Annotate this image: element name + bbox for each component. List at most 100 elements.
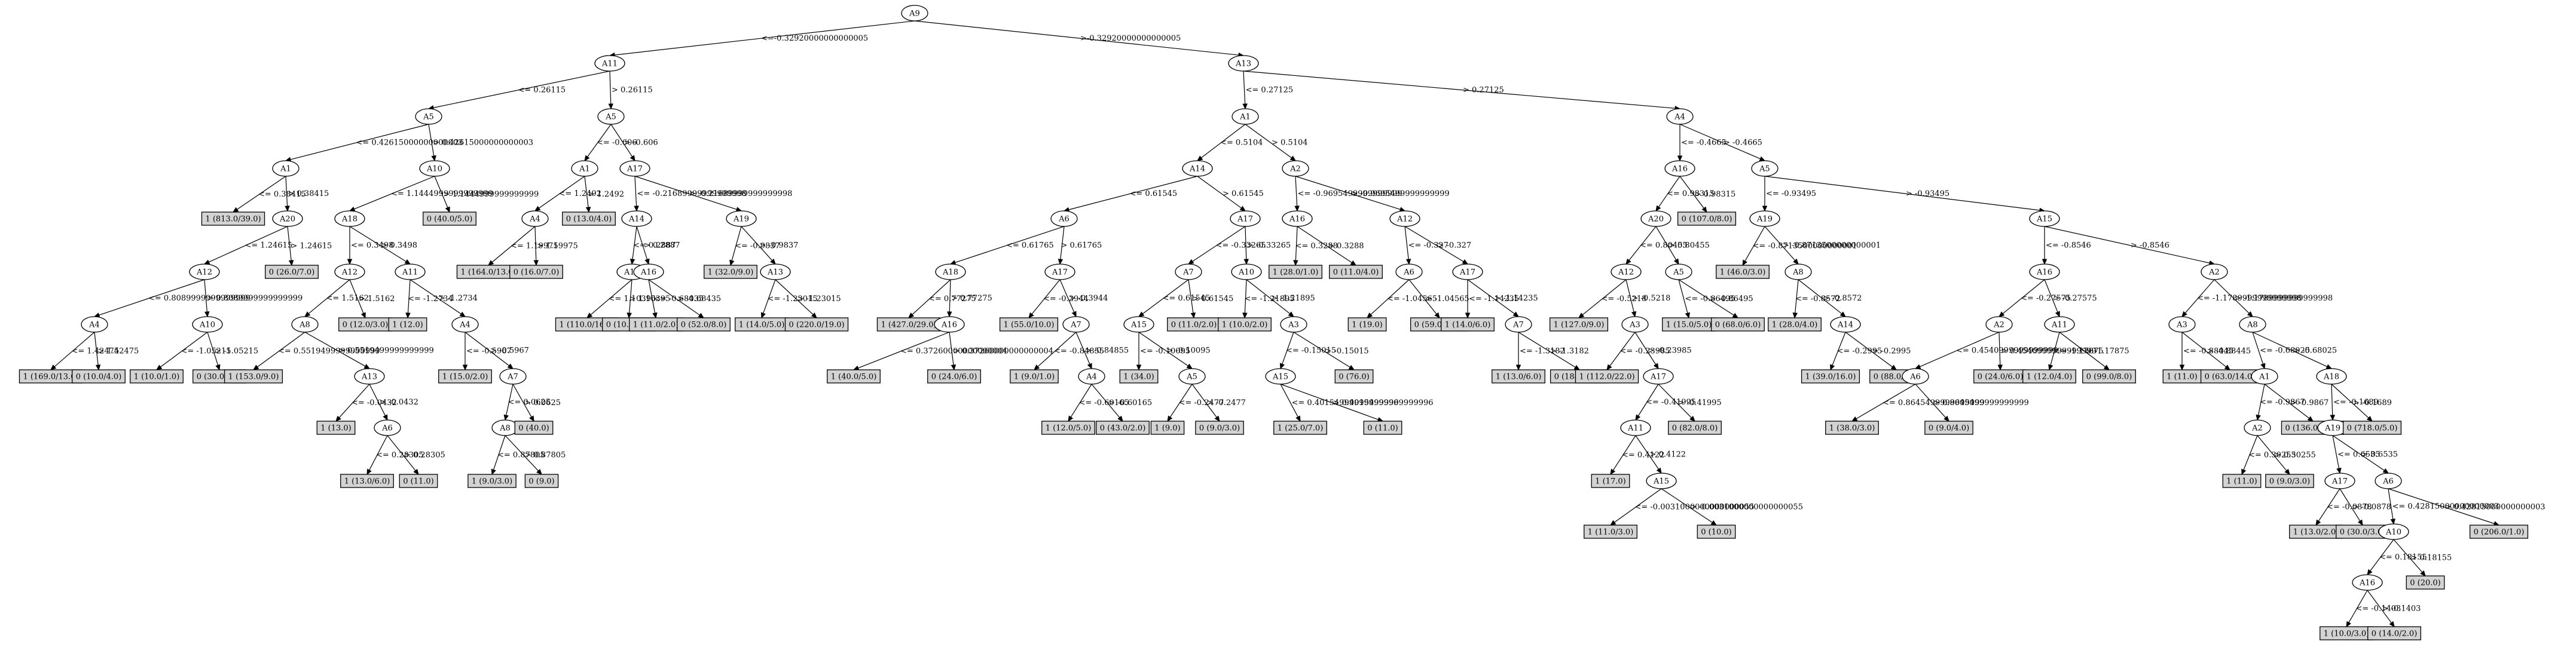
node-label: 0 (68.0/6.0) (1715, 321, 1761, 330)
tree-edge (1059, 279, 1075, 312)
node-label: A11 (601, 60, 618, 69)
tree-edge (2318, 488, 2340, 522)
node-label: A20 (1648, 215, 1664, 224)
node-label: 0 (9.0) (528, 477, 554, 486)
tree-edge (349, 226, 407, 262)
tree-edge (914, 20, 1239, 56)
edge-arrowhead (1610, 468, 1616, 476)
tree-edge (2252, 332, 2327, 367)
tree-edge (1655, 226, 1677, 260)
split-node-ellipse (1232, 108, 1259, 125)
tree-edge (2332, 435, 2385, 471)
edge-threshold-label: > -0.9837 (760, 241, 799, 250)
edge-arrowhead (536, 468, 542, 475)
tree-edge (2044, 279, 2058, 312)
tree-edge (1282, 332, 1294, 364)
node-label: 1 (13.0) (320, 424, 352, 433)
split-node-ellipse (1666, 108, 1694, 125)
node-label: A10 (426, 165, 442, 174)
edge-threshold-label: <= -0.4665 (1681, 139, 1726, 148)
edge-threshold-label: <= -1.21895 (1245, 295, 1295, 303)
split-node: A9 (901, 5, 928, 22)
edge-threshold-label: <= -0.10095 (1140, 347, 1190, 356)
tree-edge (539, 176, 585, 209)
leaf-node-box (1492, 369, 1545, 384)
node-label: A12 (1618, 268, 1634, 277)
tree-edge (1295, 176, 1401, 210)
tree-edge (1197, 176, 1242, 209)
edge-arrowhead (1578, 312, 1585, 318)
leaf-node: 1 (14.0/6.0) (1441, 317, 1495, 332)
split-node-ellipse (272, 210, 303, 227)
node-label: 1 (12.0/5.0) (1046, 424, 1092, 433)
edge-threshold-label: > -1.17875 (2086, 347, 2129, 356)
tree-edge (2252, 332, 2264, 364)
leaf-node: 1 (11.0/2.0) (629, 317, 683, 332)
tree-edge (1243, 70, 1246, 105)
tree-edge (2370, 539, 2394, 571)
split-node: A17 (1044, 263, 1075, 280)
split-node: A16 (1282, 210, 1313, 227)
node-label: A8 (1792, 268, 1804, 277)
node-label: A2 (1289, 165, 1301, 174)
leaf-node-box (72, 369, 126, 384)
leaf-node: 0 (24.0/6.0) (927, 369, 981, 384)
edge-threshold-label: <= 0.26115 (518, 86, 566, 95)
split-node: A20 (1640, 210, 1672, 227)
tree-edge (614, 20, 915, 56)
node-label: A17 (2331, 477, 2348, 486)
tree-edge (2388, 488, 2394, 520)
tree-edge (634, 176, 637, 207)
split-node-ellipse (1611, 263, 1642, 280)
tree-edge (741, 226, 773, 261)
edge-arrowhead (366, 468, 372, 476)
tree-edge (1245, 226, 1247, 260)
leaf-node: 0 (43.0/2.0) (1096, 421, 1150, 435)
tree-edge (204, 279, 207, 312)
node-label: 1 (34.0) (1123, 373, 1154, 382)
edge-threshold-label: <= -1.23015 (768, 295, 818, 303)
edge-arrowhead (1028, 312, 1034, 318)
edge-threshold-label: <= -0.8546 (2046, 241, 2091, 250)
tree-edge (1068, 176, 1198, 210)
leaf-node: 1 (34.0) (1119, 369, 1159, 384)
edge-threshold-label: <= -1.1789999999999998 (2197, 294, 2302, 303)
edge-threshold-label: > -1.05215 (215, 347, 258, 356)
edge-threshold-label: <= 0.0625 (508, 398, 551, 407)
leaf-node: 1 (25.0/7.0) (1273, 421, 1327, 435)
edge-threshold-label: <= -0.93495 (1766, 189, 1816, 198)
split-node: A15 (1646, 473, 1677, 489)
edge-threshold-label: <= -1.3182 (1520, 347, 1565, 356)
node-label: 1 (32.0/9.0) (708, 268, 754, 277)
leaf-node: 1 (13.0/2.0) (2289, 525, 2343, 539)
leaf-node: 1 (9.0/3.0) (467, 474, 517, 488)
leaf-node: 1 (12.0) (388, 317, 427, 332)
split-node: A17 (1452, 263, 1483, 280)
edge-threshold-label: <= -0.327 (1408, 241, 1449, 250)
split-node-ellipse (419, 160, 450, 177)
split-node-ellipse (1621, 316, 1649, 333)
edge-threshold-label: > 0.37260000000000004 (953, 347, 1053, 356)
node-label: 1 (38.0/3.0) (1829, 424, 1875, 433)
split-node: A7 (499, 368, 527, 385)
edge-threshold-label: > -0.10095 (1167, 347, 1211, 355)
edge-arrowhead (1762, 206, 1768, 212)
split-node-ellipse (1643, 368, 1674, 385)
tree-edge (2331, 384, 2333, 416)
split-node: A8 (1784, 263, 1812, 280)
edge-threshold-label: > 0.26115 (612, 86, 653, 95)
edge-arrowhead (203, 259, 210, 265)
leaf-node-box (1119, 369, 1159, 384)
split-node-ellipse (272, 160, 300, 177)
edge-threshold-label: <= -0.41995 (1646, 398, 1696, 407)
edge-threshold-label: > -0.327 (1438, 241, 1472, 250)
split-node: A11 (1620, 419, 1651, 436)
tree-edge (1169, 384, 1193, 418)
split-node: A18 (935, 263, 966, 280)
node-label: 1 (12.0/4.0) (2027, 373, 2073, 382)
split-node-ellipse (594, 55, 625, 72)
node-label: 0 (43.0/2.0) (1100, 424, 1146, 433)
edge-arrowhead (491, 468, 496, 476)
edge-threshold-label: > -1.04565 (1426, 295, 1469, 303)
